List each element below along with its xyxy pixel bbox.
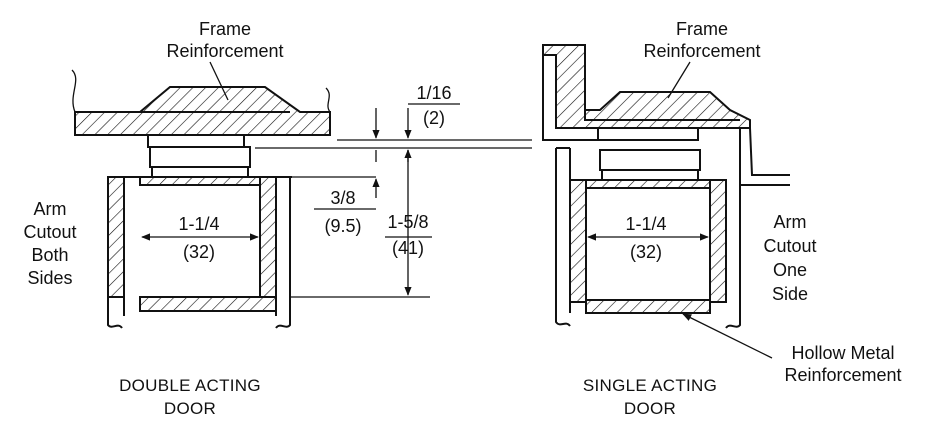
- right-pivot-plate: [597, 127, 699, 141]
- right-width-dim-value: 1-1/4: [625, 214, 666, 234]
- left-caption-line1: DOUBLE ACTING: [119, 376, 261, 395]
- left-width-dim-value: 1-1/4: [178, 214, 219, 234]
- offset-dim-metric: (9.5): [324, 216, 361, 236]
- left-arm-label-line2: Cutout: [23, 222, 76, 242]
- right-arm-label-line2: Cutout: [763, 236, 816, 256]
- double-acting-door-section: [71, 69, 331, 329]
- depth-dim-metric: (41): [392, 238, 424, 258]
- hollow-metal-label-line1: Hollow Metal: [791, 343, 894, 363]
- left-pivot-plate: [147, 134, 245, 148]
- left-pivot-base: [151, 166, 249, 178]
- right-pivot-base: [601, 169, 699, 181]
- right-frame-label-line2: Reinforcement: [643, 41, 760, 61]
- left-width-dim-metric: (32): [183, 242, 215, 262]
- right-frame-label-line1: Frame: [676, 19, 728, 39]
- right-arm-label-line3: One: [773, 260, 807, 280]
- offset-dim-value: 3/8: [330, 188, 355, 208]
- right-width-dim-metric: (32): [630, 242, 662, 262]
- right-arm-label-line4: Side: [772, 284, 808, 304]
- hollow-metal-label-line2: Reinforcement: [784, 365, 901, 385]
- gap-dim-value: 1/16: [416, 83, 451, 103]
- single-acting-door-section: [542, 44, 790, 329]
- left-pivot-body: [149, 146, 251, 168]
- left-frame-label-line1: Frame: [199, 19, 251, 39]
- left-arm-label-line3: Both: [31, 245, 68, 265]
- left-arm-label-line1: Arm: [34, 199, 67, 219]
- gap-dim-metric: (2): [423, 108, 445, 128]
- dimension-lines: [255, 103, 532, 298]
- right-arm-label-line1: Arm: [774, 212, 807, 232]
- left-arm-label-line4: Sides: [27, 268, 72, 288]
- right-pivot-body: [599, 149, 701, 171]
- depth-dim-value: 1-5/8: [387, 212, 428, 232]
- left-frame-label-line2: Reinforcement: [166, 41, 283, 61]
- left-caption-line2: DOOR: [164, 399, 216, 418]
- right-caption-line1: SINGLE ACTING: [583, 376, 717, 395]
- right-caption-line2: DOOR: [624, 399, 676, 418]
